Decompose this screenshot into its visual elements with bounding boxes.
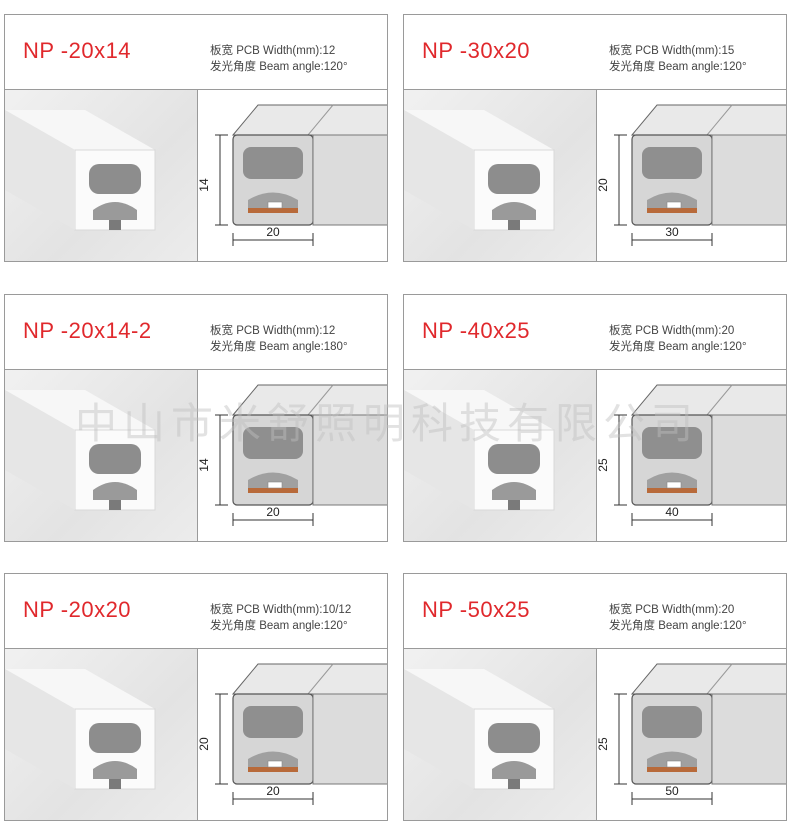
beam-angle-spec: 发光角度 Beam angle:120° xyxy=(609,341,747,353)
spec-block: 板宽 PCB Width(mm):15 发光角度 Beam angle:120° xyxy=(609,43,747,75)
beam-angle-spec: 发光角度 Beam angle:180° xyxy=(210,341,348,353)
model-number: NP -20x14-2 xyxy=(23,318,152,343)
product-photo xyxy=(5,370,198,541)
profile-photo-illustration xyxy=(5,110,156,231)
dimension-drawing-illustration: 25 40 xyxy=(597,384,786,526)
dimension-drawing-illustration: 25 50 xyxy=(597,663,786,805)
product-card: NP -30x20 板宽 PCB Width(mm):15 发光角度 Beam … xyxy=(403,14,787,262)
beam-angle-spec: 发光角度 Beam angle:120° xyxy=(210,61,348,73)
profile-photo-illustration xyxy=(5,669,156,790)
profile-photo-illustration xyxy=(5,390,156,511)
product-card: NP -20x14-2 板宽 PCB Width(mm):12 发光角度 Bea… xyxy=(4,294,388,542)
pcb-width-spec: 板宽 PCB Width(mm):10/12 xyxy=(210,604,352,616)
width-dimension-label: 30 xyxy=(665,225,679,239)
spec-block: 板宽 PCB Width(mm):20 发光角度 Beam angle:120° xyxy=(609,323,747,355)
width-dimension-label: 20 xyxy=(266,225,280,239)
product-images: 14 20 xyxy=(5,370,387,541)
dimension-drawing-illustration: 14 20 xyxy=(198,384,387,526)
height-dimension-label: 14 xyxy=(198,178,211,192)
product-images: 25 50 xyxy=(404,649,786,820)
product-header: NP -50x25 板宽 PCB Width(mm):20 发光角度 Beam … xyxy=(404,574,786,649)
profile-photo-illustration xyxy=(404,390,555,511)
profile-photo-illustration xyxy=(404,669,555,790)
product-photo xyxy=(404,370,597,541)
product-images: 25 40 xyxy=(404,370,786,541)
model-number: NP -20x14 xyxy=(23,38,132,63)
width-dimension-label: 40 xyxy=(665,505,679,519)
product-header: NP -20x20 板宽 PCB Width(mm):10/12 发光角度 Be… xyxy=(5,574,387,649)
model-number: NP -50x25 xyxy=(422,597,531,622)
width-dimension-label: 20 xyxy=(266,505,280,519)
product-photo xyxy=(404,649,597,820)
height-dimension-label: 25 xyxy=(597,458,610,472)
dimension-drawing: 14 20 xyxy=(198,90,387,261)
dimension-drawing: 25 50 xyxy=(597,649,786,820)
height-dimension-label: 14 xyxy=(198,458,211,472)
spec-block: 板宽 PCB Width(mm):12 发光角度 Beam angle:180° xyxy=(210,323,348,355)
pcb-width-spec: 板宽 PCB Width(mm):12 xyxy=(210,325,336,337)
pcb-width-spec: 板宽 PCB Width(mm):20 xyxy=(609,604,735,616)
product-photo xyxy=(5,649,198,820)
product-header: NP -20x14 板宽 PCB Width(mm):12 发光角度 Beam … xyxy=(5,15,387,90)
dimension-drawing: 14 20 xyxy=(198,370,387,541)
product-photo xyxy=(404,90,597,261)
height-dimension-label: 25 xyxy=(597,737,610,751)
pcb-width-spec: 板宽 PCB Width(mm):20 xyxy=(609,325,735,337)
beam-angle-spec: 发光角度 Beam angle:120° xyxy=(609,61,747,73)
width-dimension-label: 50 xyxy=(665,784,679,798)
product-card: NP -50x25 板宽 PCB Width(mm):20 发光角度 Beam … xyxy=(403,573,787,821)
product-header: NP -40x25 板宽 PCB Width(mm):20 发光角度 Beam … xyxy=(404,295,786,370)
product-card: NP -20x20 板宽 PCB Width(mm):10/12 发光角度 Be… xyxy=(4,573,388,821)
product-images: 14 20 xyxy=(5,90,387,261)
beam-angle-spec: 发光角度 Beam angle:120° xyxy=(210,620,348,632)
pcb-width-spec: 板宽 PCB Width(mm):15 xyxy=(609,45,735,57)
product-header: NP -20x14-2 板宽 PCB Width(mm):12 发光角度 Bea… xyxy=(5,295,387,370)
height-dimension-label: 20 xyxy=(597,178,610,192)
product-header: NP -30x20 板宽 PCB Width(mm):15 发光角度 Beam … xyxy=(404,15,786,90)
dimension-drawing: 25 40 xyxy=(597,370,786,541)
height-dimension-label: 20 xyxy=(198,737,211,751)
pcb-width-spec: 板宽 PCB Width(mm):12 xyxy=(210,45,336,57)
product-photo xyxy=(5,90,198,261)
model-number: NP -20x20 xyxy=(23,597,132,622)
spec-block: 板宽 PCB Width(mm):20 发光角度 Beam angle:120° xyxy=(609,602,747,634)
profile-photo-illustration xyxy=(404,110,555,231)
model-number: NP -40x25 xyxy=(422,318,531,343)
product-card: NP -40x25 板宽 PCB Width(mm):20 发光角度 Beam … xyxy=(403,294,787,542)
width-dimension-label: 20 xyxy=(266,784,280,798)
model-number: NP -30x20 xyxy=(422,38,531,63)
spec-block: 板宽 PCB Width(mm):10/12 发光角度 Beam angle:1… xyxy=(210,602,351,634)
beam-angle-spec: 发光角度 Beam angle:120° xyxy=(609,620,747,632)
product-card: NP -20x14 板宽 PCB Width(mm):12 发光角度 Beam … xyxy=(4,14,388,262)
dimension-drawing-illustration: 14 20 xyxy=(198,104,387,246)
spec-block: 板宽 PCB Width(mm):12 发光角度 Beam angle:120° xyxy=(210,43,348,75)
